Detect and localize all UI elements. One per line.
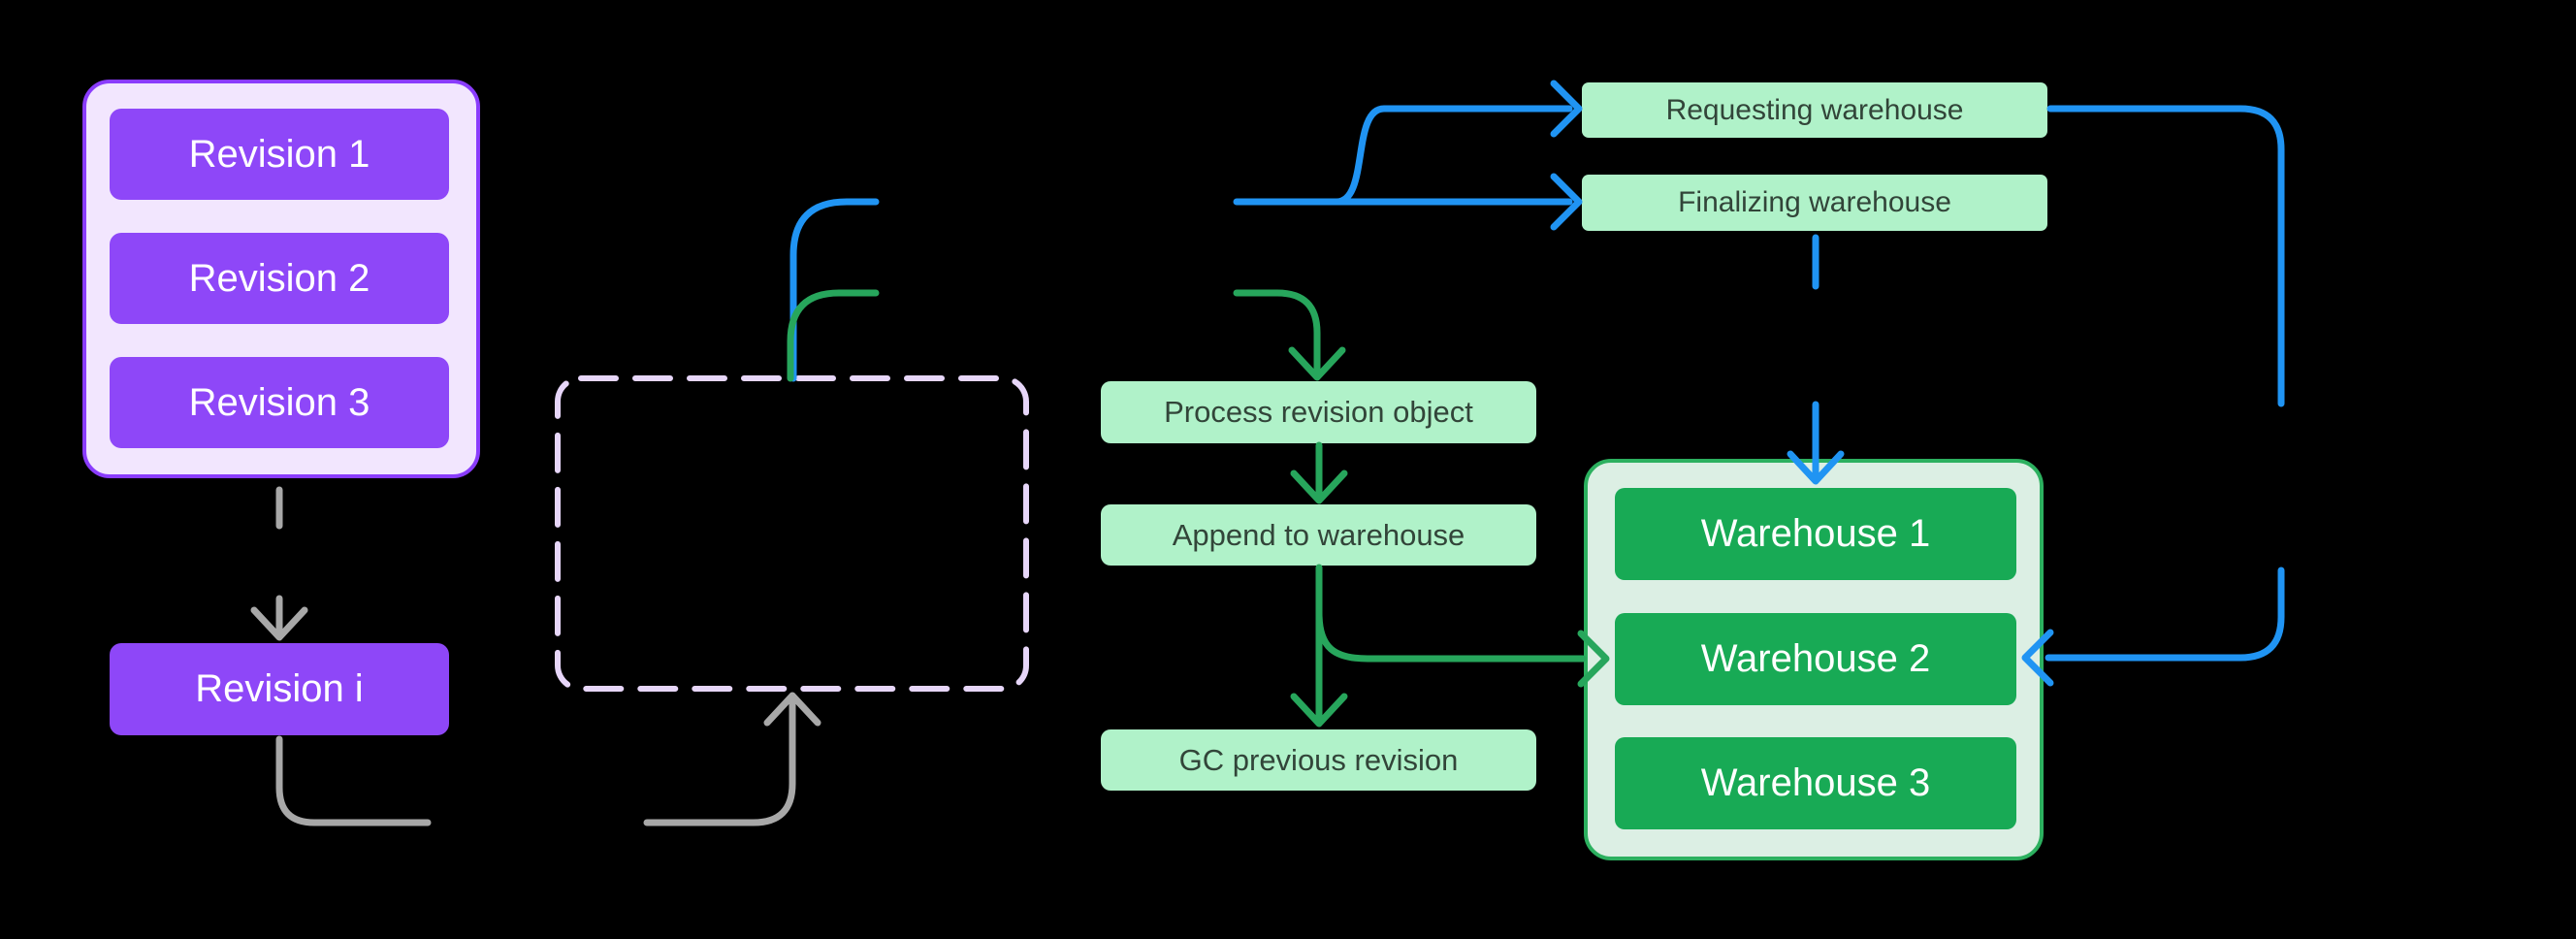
revision-i-label: Revision i [195,667,364,710]
process-revision-object-box: Process revision object [1101,381,1536,443]
blue-arrowhead-requesting-icon [1550,80,1583,138]
process-revision-object-label: Process revision object [1164,395,1473,429]
blue-branch-to-requesting-warehouse [1333,105,1573,206]
warehouse-2-box: Warehouse 2 [1615,613,2016,705]
warehouse-3-label: Warehouse 3 [1700,761,1931,804]
warehouse-3-box: Warehouse 3 [1615,737,2016,829]
revision-1-label: Revision 1 [188,132,370,176]
append-to-warehouse-box: Append to warehouse [1101,504,1536,566]
green-arrowhead-gc-icon [1290,693,1348,728]
warehouse-1-box: Warehouse 1 [1615,488,2016,580]
warehouse-2-label: Warehouse 2 [1700,637,1931,680]
gray-connector-from-revision-i [275,735,432,826]
green-line-to-process-step [1233,289,1321,376]
green-curve-from-dashed-box [787,289,880,382]
gc-previous-revision-box: GC previous revision [1101,729,1536,791]
gray-arrowhead-down-icon [250,606,308,641]
revision-3-label: Revision 3 [188,380,370,424]
warehouse-1-label: Warehouse 1 [1700,512,1931,555]
blue-loop-from-requesting-top [2046,105,2285,407]
blue-curve-from-dashed-box [789,198,880,382]
blue-loop-into-warehouse-2 [2045,567,2285,662]
finalizing-warehouse-label: Finalizing warehouse [1678,186,1951,218]
requesting-warehouse-box: Requesting warehouse [1582,82,2047,138]
blue-arrowhead-finalizing-icon [1550,173,1583,231]
dashed-staging-box [555,375,1029,692]
revision-2-box: Revision 2 [110,233,449,324]
revision-1-box: Revision 1 [110,109,449,200]
green-arrowhead-append-icon [1290,470,1348,504]
green-branch-to-warehouse-2 [1315,609,1587,663]
revision-3-box: Revision 3 [110,357,449,448]
finalizing-warehouse-box: Finalizing warehouse [1582,175,2047,231]
revision-2-label: Revision 2 [188,256,370,300]
append-to-warehouse-label: Append to warehouse [1172,517,1465,552]
requesting-warehouse-label: Requesting warehouse [1665,93,1964,126]
revision-i-box: Revision i [110,643,449,735]
gc-previous-revision-label: GC previous revision [1178,742,1459,777]
gray-arrowhead-up-icon [763,692,821,727]
gray-arrow-into-dashed-box [643,696,796,826]
green-arrowhead-process-icon [1288,346,1346,381]
